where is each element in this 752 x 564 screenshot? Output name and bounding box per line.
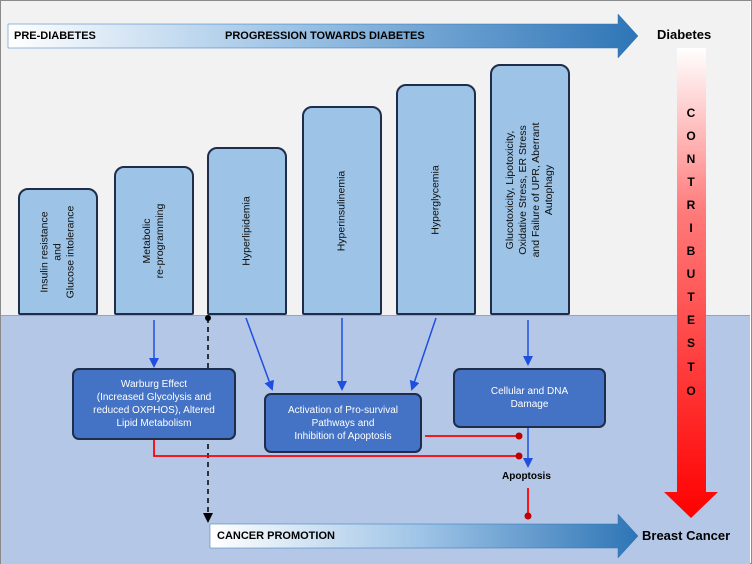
cancer-promotion-arrow xyxy=(209,513,639,559)
contributes-letter: T xyxy=(687,360,695,374)
arrow-hyperglycemia-to-prosurvival xyxy=(409,317,437,391)
contributes-letter: T xyxy=(687,290,695,304)
contributes-letter: O xyxy=(686,129,696,143)
inhibit-end-apoptosis xyxy=(524,512,532,520)
contributes-letter: T xyxy=(687,175,695,189)
stage-hyperinsulinemia: Hyperinsulinemia xyxy=(302,106,382,315)
contributes-letter: U xyxy=(686,267,696,281)
contributes-letter: C xyxy=(686,106,696,120)
contributes-letter: R xyxy=(686,198,696,212)
stage-hyperlipidemia: Hyperlipidemia xyxy=(207,147,287,315)
pre-diabetes-label: PRE-DIABETES xyxy=(14,30,96,42)
contributes-to-arrow xyxy=(664,48,718,518)
stage-label: Hyperlipidemia xyxy=(240,196,253,266)
stage-label: Hyperinsulinemia xyxy=(335,170,348,251)
progression-arrow xyxy=(7,13,639,59)
inhibit-end-warburg xyxy=(515,452,523,460)
outcome-prosurvival-pathways: Activation of Pro-survival Pathways and … xyxy=(264,393,422,453)
inhibit-end-prosurvival xyxy=(515,432,523,440)
contributes-letter: B xyxy=(686,244,696,258)
stage-label: Insulin resistance and Glucose intoleran… xyxy=(38,205,77,298)
outcome-dna-damage: Cellular and DNA Damage xyxy=(453,368,606,428)
stage-label: Glucotoxicity, Lipotoxicity, Oxidative S… xyxy=(504,122,555,257)
arrow-hyperlipidemia-to-prosurvival xyxy=(245,317,274,391)
inhibit-line-warburg xyxy=(153,440,518,457)
stage-hyperglycemia: Hyperglycemia xyxy=(396,84,476,315)
contributes-letter: I xyxy=(689,221,693,235)
stage-insulin-resistance: Insulin resistance and Glucose intoleran… xyxy=(18,188,98,315)
progression-label: PROGRESSION TOWARDS DIABETES xyxy=(225,30,425,42)
contributes-letter: O xyxy=(686,384,696,398)
contributes-letter: S xyxy=(686,336,695,350)
cancer-promotion-label: CANCER PROMOTION xyxy=(217,530,335,542)
diabetes-label: Diabetes xyxy=(657,27,712,42)
stage-label: Metabolic re-programming xyxy=(141,203,166,278)
apoptosis-label: Apoptosis xyxy=(502,471,551,482)
stage-glucotoxicity: Glucotoxicity, Lipotoxicity, Oxidative S… xyxy=(490,64,570,315)
contributes-letter: N xyxy=(686,152,696,166)
stage-label: Hyperglycemia xyxy=(429,164,442,235)
stage-metabolic-reprogramming: Metabolic re-programming xyxy=(114,166,194,315)
contributes-letter: E xyxy=(686,313,695,327)
breast-cancer-label: Breast Cancer xyxy=(642,528,731,543)
outcome-warburg-effect: Warburg Effect (Increased Glycolysis and… xyxy=(72,368,236,440)
